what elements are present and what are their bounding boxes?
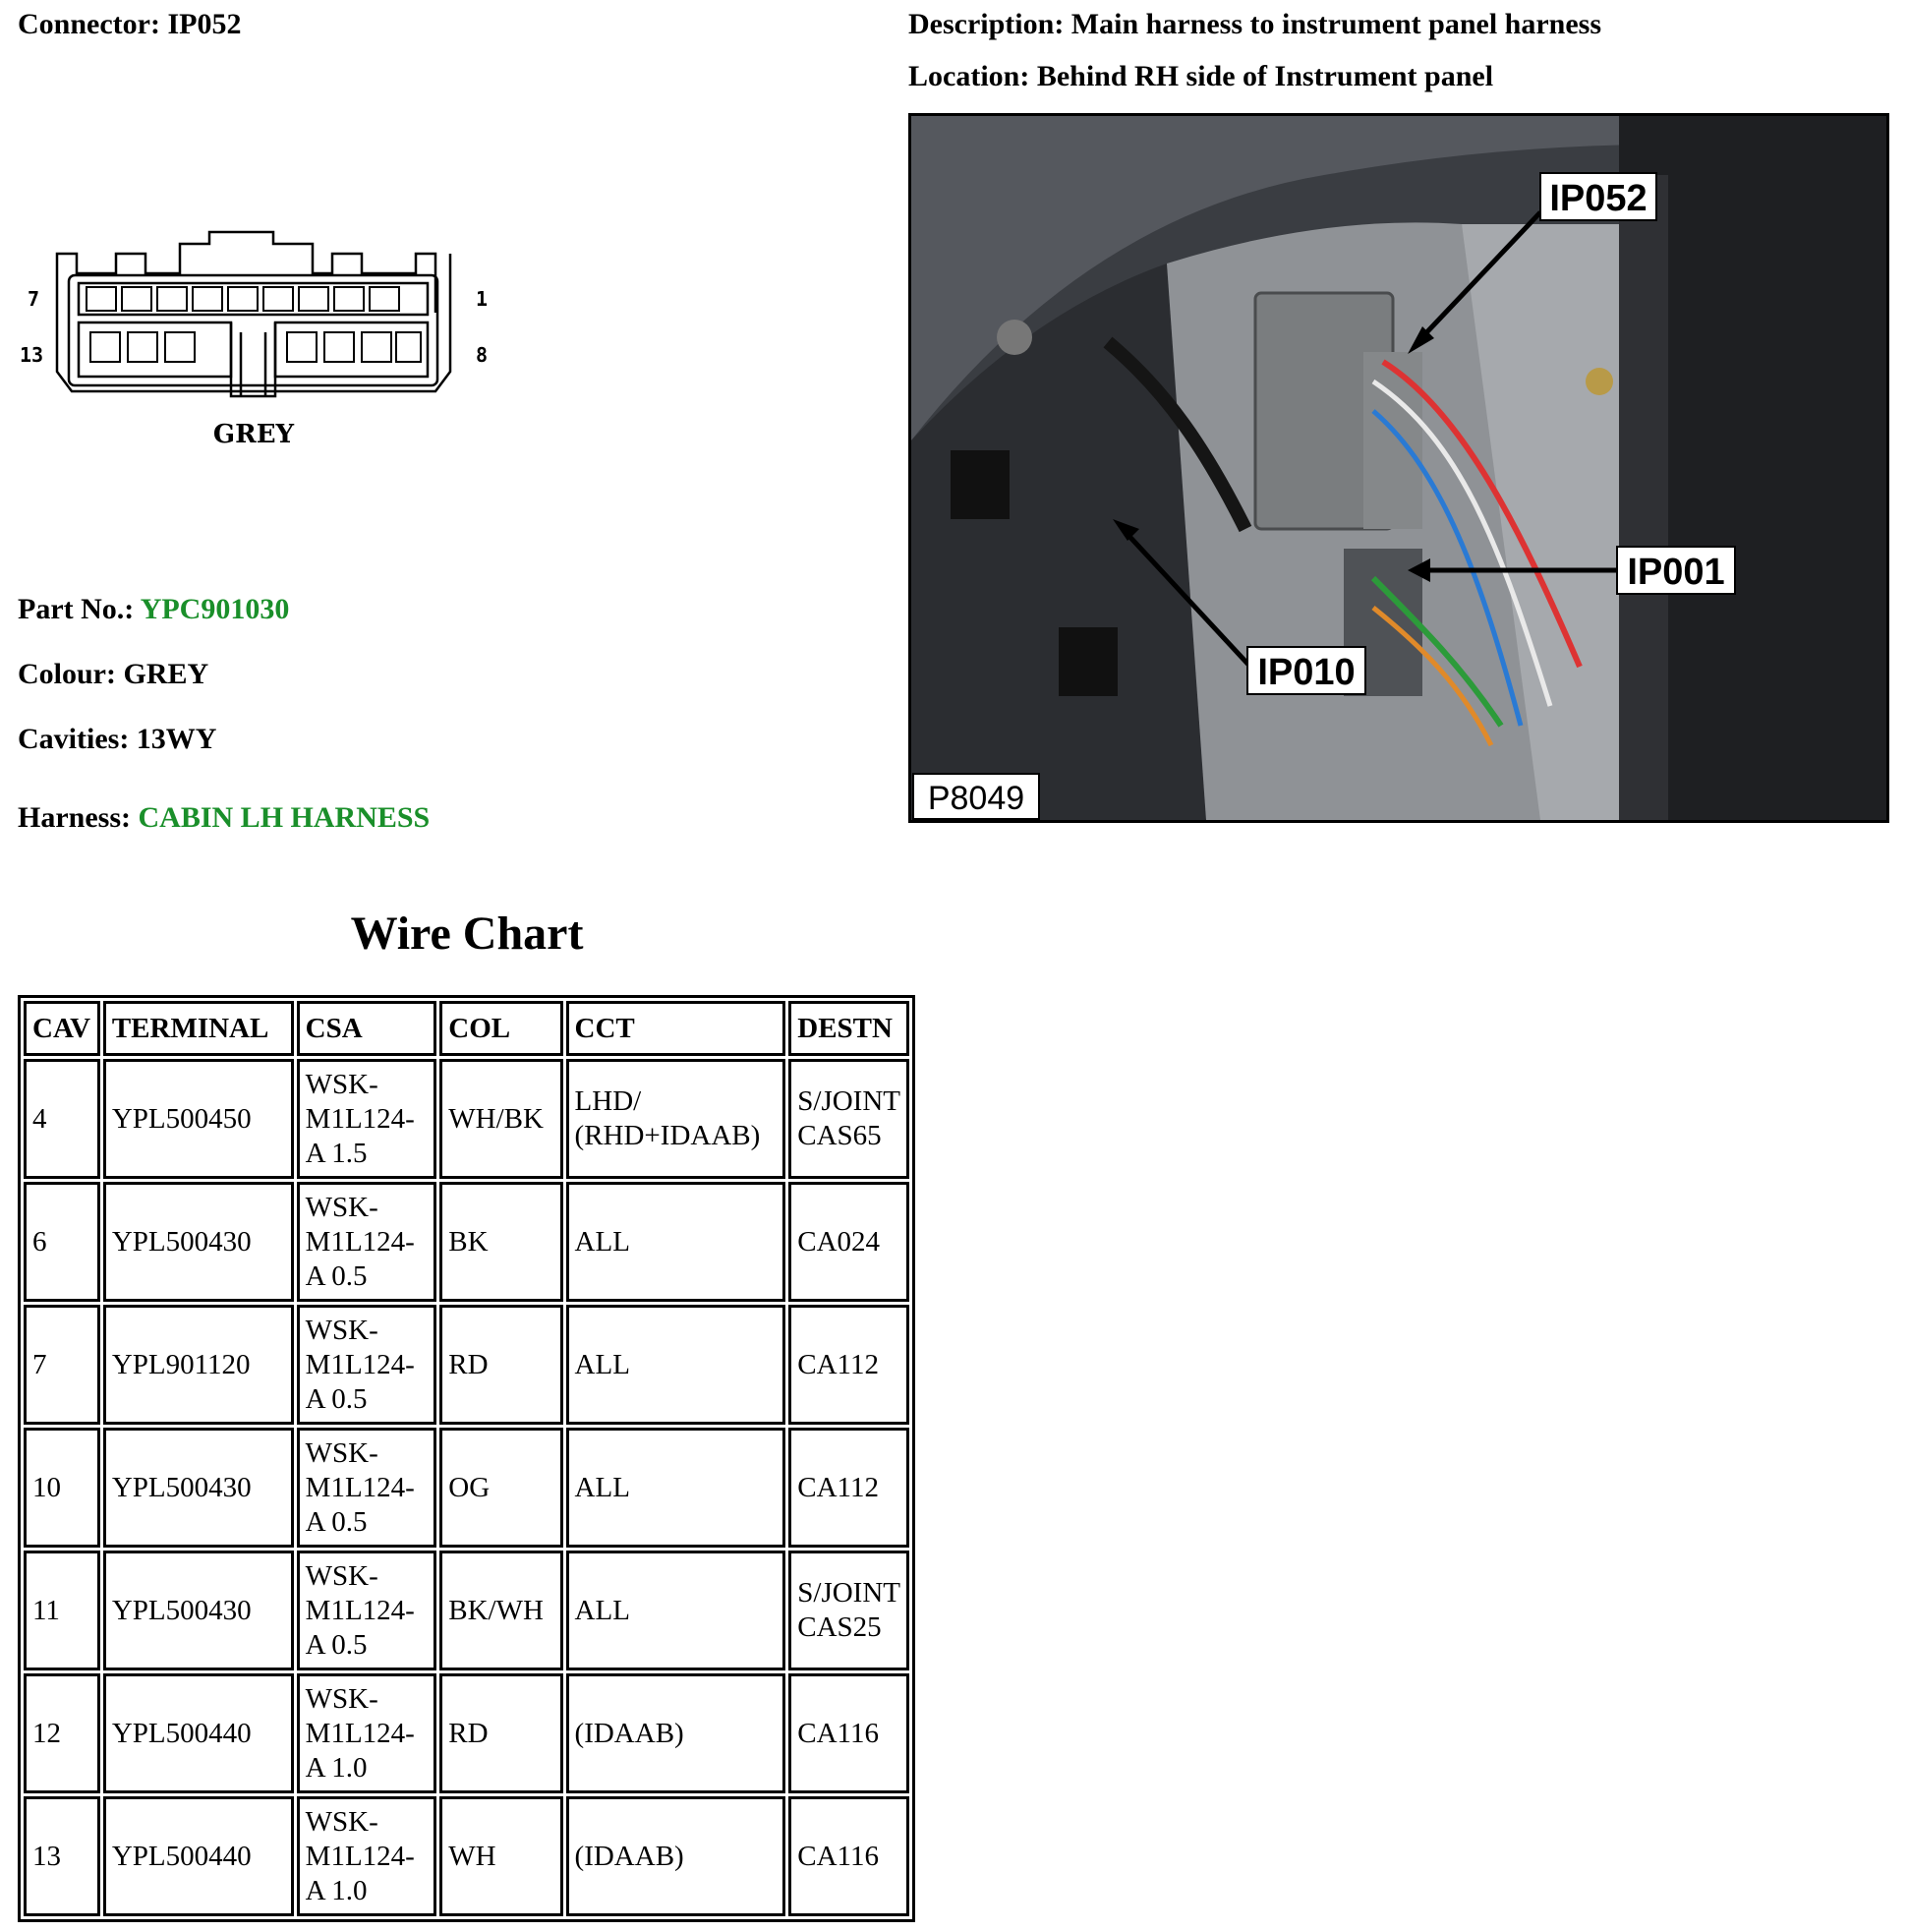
cell-cct: ALL xyxy=(565,1182,786,1302)
wire-chart-title: Wire Chart xyxy=(350,907,584,960)
description-label: Description: Main harness to instrument … xyxy=(908,8,1602,40)
col-header-csa: CSA xyxy=(296,1001,437,1056)
cell-terminal: YPL500440 xyxy=(102,1796,294,1916)
cell-destn: S/JOINT CAS25 xyxy=(788,1551,909,1670)
cell-csa: WSK- M1L124- A 0.5 xyxy=(296,1305,437,1425)
cell-cav: 10 xyxy=(24,1428,100,1548)
callout-ip010: IP010 xyxy=(1257,652,1355,693)
cell-terminal: YPL500430 xyxy=(102,1182,294,1302)
connector-colour-caption: GREY xyxy=(213,420,295,449)
cell-terminal: YPL500450 xyxy=(102,1059,294,1179)
table-header-row: CAV TERMINAL CSA COL CCT DESTN xyxy=(24,1001,909,1056)
cell-col: OG xyxy=(439,1428,563,1548)
cell-destn: CA112 xyxy=(788,1428,909,1548)
connector-face-diagram: 7 13 1 8 GREY xyxy=(20,230,488,449)
cell-cct: LHD/ (RHD+IDAAB) xyxy=(565,1059,786,1179)
pin-1-label: 1 xyxy=(476,287,488,311)
cell-cav: 4 xyxy=(24,1059,100,1179)
cell-cct: ALL xyxy=(565,1428,786,1548)
table-row: 10 YPL500430 WSK- M1L124- A 0.5 OG ALL C… xyxy=(24,1428,909,1548)
table-row: 12 YPL500440 WSK- M1L124- A 1.0 RD (IDAA… xyxy=(24,1673,909,1793)
cell-cav: 7 xyxy=(24,1305,100,1425)
part-number-label: Part No.: xyxy=(18,593,141,625)
cell-terminal: YPL500440 xyxy=(102,1673,294,1793)
cell-csa: WSK- M1L124- A 0.5 xyxy=(296,1551,437,1670)
pin-13-label: 13 xyxy=(20,343,43,367)
cell-destn: S/JOINT CAS65 xyxy=(788,1059,909,1179)
cell-col: BK xyxy=(439,1182,563,1302)
cell-destn: CA116 xyxy=(788,1796,909,1916)
col-header-terminal: TERMINAL xyxy=(102,1001,294,1056)
cell-cct: ALL xyxy=(565,1551,786,1670)
cell-cav: 6 xyxy=(24,1182,100,1302)
colour-label: Colour: GREY xyxy=(18,658,209,690)
cell-cct: (IDAAB) xyxy=(565,1673,786,1793)
cell-col: WH/BK xyxy=(439,1059,563,1179)
cell-col: WH xyxy=(439,1796,563,1916)
cell-terminal: YPL500430 xyxy=(102,1551,294,1670)
table-row: 6 YPL500430 WSK- M1L124- A 0.5 BK ALL CA… xyxy=(24,1182,909,1302)
location-photo: IP052 IP001 IP010 P8049 xyxy=(908,113,1889,823)
cell-destn: CA024 xyxy=(788,1182,909,1302)
table-row: 4 YPL500450 WSK- M1L124- A 1.5 WH/BK LHD… xyxy=(24,1059,909,1179)
cell-csa: WSK- M1L124- A 1.0 xyxy=(296,1673,437,1793)
table-row: 7 YPL901120 WSK- M1L124- A 0.5 RD ALL CA… xyxy=(24,1305,909,1425)
harness-row: Harness: CABIN LH HARNESS xyxy=(18,801,430,835)
col-header-col: COL xyxy=(439,1001,563,1056)
table-row: 11 YPL500430 WSK- M1L124- A 0.5 BK/WH AL… xyxy=(24,1551,909,1670)
cell-destn: CA116 xyxy=(788,1673,909,1793)
cell-terminal: YPL500430 xyxy=(102,1428,294,1548)
photo-reference: P8049 xyxy=(928,780,1024,817)
col-header-destn: DESTN xyxy=(788,1001,909,1056)
table-row: 13 YPL500440 WSK- M1L124- A 1.0 WH (IDAA… xyxy=(24,1796,909,1916)
pin-8-label: 8 xyxy=(476,343,488,367)
connector-label: Connector: IP052 xyxy=(18,8,242,40)
part-number-row: Part No.: YPC901030 xyxy=(18,593,289,626)
cell-cav: 12 xyxy=(24,1673,100,1793)
cell-col: BK/WH xyxy=(439,1551,563,1670)
cell-csa: WSK- M1L124- A 1.0 xyxy=(296,1796,437,1916)
cell-cct: (IDAAB) xyxy=(565,1796,786,1916)
cell-col: RD xyxy=(439,1305,563,1425)
cell-csa: WSK- M1L124- A 0.5 xyxy=(296,1428,437,1548)
cell-col: RD xyxy=(439,1673,563,1793)
callout-ip001: IP001 xyxy=(1627,552,1724,593)
cell-destn: CA112 xyxy=(788,1305,909,1425)
col-header-cav: CAV xyxy=(24,1001,100,1056)
cell-cav: 11 xyxy=(24,1551,100,1670)
pin-7-label: 7 xyxy=(28,287,39,311)
location-label: Location: Behind RH side of Instrument p… xyxy=(908,60,1494,92)
part-number-link[interactable]: YPC901030 xyxy=(140,593,290,625)
harness-link[interactable]: CABIN LH HARNESS xyxy=(138,801,431,834)
cell-cav: 13 xyxy=(24,1796,100,1916)
col-header-cct: CCT xyxy=(565,1001,786,1056)
wire-chart-table: CAV TERMINAL CSA COL CCT DESTN 4 YPL5004… xyxy=(18,995,915,1922)
cavities-label: Cavities: 13WY xyxy=(18,723,217,755)
cell-cct: ALL xyxy=(565,1305,786,1425)
cell-csa: WSK- M1L124- A 0.5 xyxy=(296,1182,437,1302)
callout-ip052: IP052 xyxy=(1549,178,1647,219)
cell-terminal: YPL901120 xyxy=(102,1305,294,1425)
cell-csa: WSK- M1L124- A 1.5 xyxy=(296,1059,437,1179)
harness-label: Harness: xyxy=(18,801,139,834)
